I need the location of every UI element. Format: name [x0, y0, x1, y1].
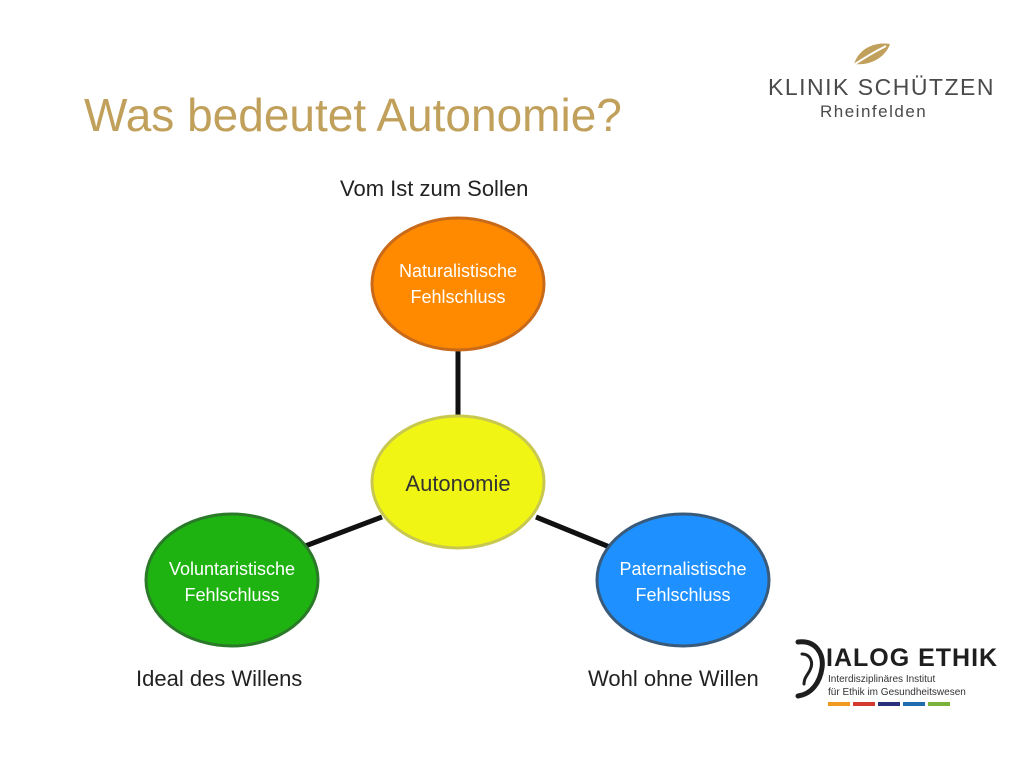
node-naturalistic-label: Naturalistische Fehlschluss: [399, 258, 517, 310]
page-title: Was bedeutet Autonomie?: [84, 89, 622, 141]
node-voluntaristic-line2: Fehlschluss: [184, 585, 280, 605]
node-paternalistic-label: Paternalistische Fehlschluss: [619, 556, 746, 608]
logo-brand: KLINIK SCHÜTZEN: [768, 74, 995, 100]
caption-left: Ideal des Willens: [136, 666, 303, 691]
node-autonomy: [370, 414, 546, 550]
color-bar-5: [928, 702, 950, 706]
node-naturalistic-line1: Naturalistische: [398, 261, 518, 281]
caption-top: Vom Ist zum Sollen: [340, 176, 529, 201]
color-bar-3: [878, 702, 900, 706]
node-voluntaristic: [144, 512, 320, 648]
node-paternalistic: [595, 512, 771, 648]
dialog-ethik-line2: für Ethik im Gesundheitswesen: [828, 687, 966, 698]
dialog-ethik-line1: Interdisziplinäres Institut: [828, 674, 936, 685]
node-naturalistic-line2: Fehlschluss: [410, 287, 506, 307]
d-ear-icon: [795, 639, 825, 699]
connector-right: [535, 514, 613, 551]
dialog-ethik-name: IALOG ETHIK: [826, 644, 999, 672]
color-bar-4: [903, 702, 925, 706]
logo-location: Rheinfelden: [820, 102, 928, 121]
connector-left: [299, 514, 383, 551]
node-paternalistic-line2: Fehlschluss: [635, 585, 731, 605]
dialog-ethik-logo: IALOG ETHIK Interdisziplinäres Institut …: [790, 636, 997, 712]
color-bar-2: [853, 702, 875, 706]
klinik-schuetzen-logo: KLINIK SCHÜTZEN Rheinfelden: [760, 38, 993, 128]
node-autonomy-label: Autonomie: [405, 471, 511, 496]
caption-right: Wohl ohne Willen: [588, 666, 759, 691]
leaf-icon: [851, 43, 890, 67]
node-paternalistic-line1: Paternalistische: [619, 559, 747, 579]
color-bar-1: [828, 702, 850, 706]
node-naturalistic: [370, 216, 546, 352]
dialog-ethik-color-bars: [828, 702, 950, 706]
node-voluntaristic-line1: Voluntaristische: [168, 559, 296, 579]
node-voluntaristic-label: Voluntaristische Fehlschluss: [169, 556, 295, 608]
